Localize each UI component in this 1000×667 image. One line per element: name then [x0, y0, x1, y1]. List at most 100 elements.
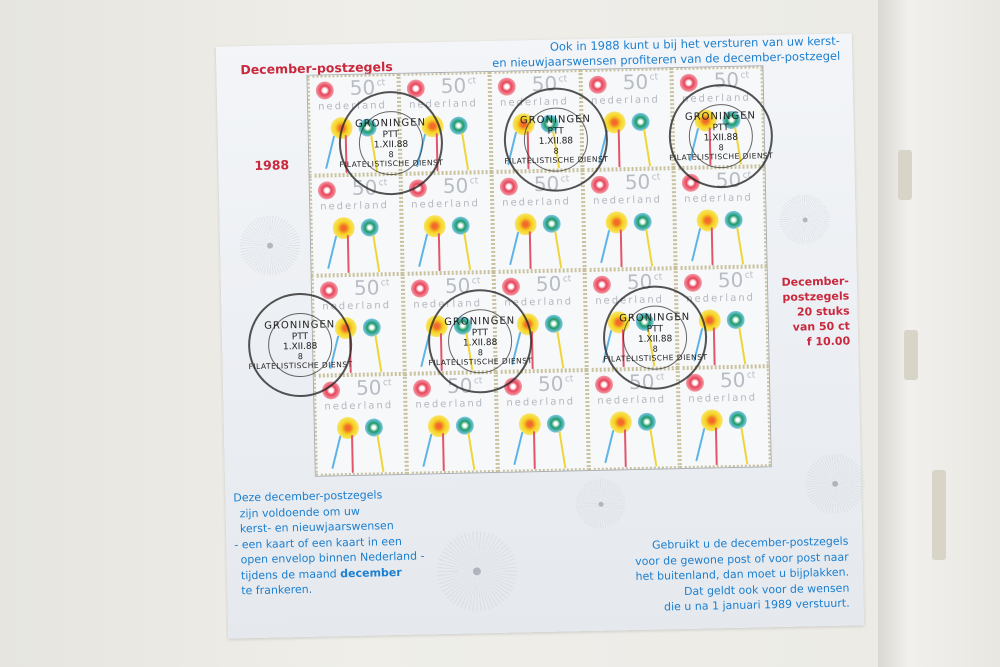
red-flower-icon [501, 277, 521, 296]
postmark-city: GRONINGEN [519, 113, 592, 127]
green-flower-icon [726, 310, 745, 330]
postmark-service: FILATELISTISCHE DIENST [504, 154, 609, 166]
red-flower-icon [319, 281, 339, 300]
red-flower-icon [594, 375, 614, 394]
green-flower-icon [546, 414, 566, 433]
yellow-streak [554, 230, 563, 269]
green-flower-icon [633, 212, 652, 232]
stamp-country: nederland [688, 392, 758, 405]
stamp-value: 50 [440, 73, 467, 99]
postmark-city: GRONINGEN [264, 319, 336, 332]
postmark-city: GRONINGEN [354, 117, 427, 130]
red-flower-icon [412, 379, 432, 398]
yellow-streak [461, 132, 470, 171]
green-flower-icon [362, 318, 381, 337]
green-flower-icon [455, 416, 475, 435]
red-streak [710, 227, 714, 266]
stamp-unit: ct [469, 176, 479, 187]
stamp-unit: ct [382, 378, 392, 389]
yellow-streak [558, 430, 567, 469]
red-streak [623, 429, 627, 468]
red-flower-icon [588, 75, 607, 94]
postmark-number: 8 [297, 351, 304, 362]
burst-decoration [436, 530, 518, 613]
stamp-unit: ct [558, 74, 568, 85]
stamp-unit: ct [467, 76, 477, 87]
year-label: 1988 [254, 157, 290, 173]
burst-decoration [779, 193, 831, 245]
red-streak [712, 327, 716, 366]
postmark-office: PTT [471, 328, 489, 339]
yellow-streak [467, 432, 476, 471]
green-flower-icon [360, 218, 379, 237]
price-line: f 10.00 [806, 334, 851, 349]
yellow-streak [645, 228, 654, 267]
green-flower-icon [364, 418, 384, 437]
blue-streak [418, 233, 429, 268]
yellow-streak [649, 428, 658, 467]
stamp-unit: ct [380, 278, 390, 289]
stamp-unit: ct [376, 78, 386, 89]
red-streak [351, 434, 354, 473]
stamp-country: nederland [506, 396, 576, 409]
stamp-country: nederland [411, 198, 481, 211]
stamp-country: nederland [415, 398, 485, 411]
burst-decoration [804, 453, 866, 515]
price-line: December- [781, 274, 850, 289]
price-line: postzegels [782, 289, 850, 304]
postmark-number: 8 [652, 344, 658, 354]
red-flower-icon [497, 77, 516, 96]
postmark-service: FILATELISTISCHE DIENST [428, 356, 533, 368]
stamp-country: nederland [597, 394, 667, 407]
page-tab [904, 330, 918, 380]
price-text: December- postzegels 20 stuks van 50 ct … [781, 274, 850, 350]
stamp-value: 50 [622, 69, 649, 95]
page-tab [898, 150, 912, 200]
green-flower-icon [544, 314, 563, 333]
red-flower-icon [499, 177, 519, 196]
postmark-date: 1.XII.88 [637, 334, 673, 345]
red-streak [619, 229, 623, 268]
left-info-text: Deze december-postzegels zijn voldoende … [233, 486, 425, 598]
stamp-country: nederland [686, 292, 756, 305]
blue-streak [327, 235, 338, 270]
stamp-unit: ct [746, 370, 756, 381]
postmark-office: PTT [712, 123, 729, 134]
postmark-date: 1.XII.88 [703, 132, 739, 144]
album-page-edge [878, 0, 1000, 667]
postmark-service: FILATELISTISCHE DIENST [248, 359, 353, 372]
blue-streak [604, 429, 615, 464]
postmark-service: FILATELISTISCHE DIENST [339, 157, 444, 170]
burst-decoration [575, 478, 627, 530]
stamp-unit: ct [649, 72, 659, 83]
green-flower-icon [542, 214, 561, 233]
price-line: 20 stuks [796, 304, 850, 319]
info-line: te frankeren. [241, 582, 313, 598]
postmark-number: 8 [477, 348, 483, 358]
blue-streak [691, 227, 702, 262]
red-flower-icon [410, 279, 430, 298]
stamp-sheet: December-postzegels Ook in 1988 kunt u b… [215, 33, 866, 639]
yellow-streak [556, 330, 565, 369]
green-flower-icon [449, 116, 468, 135]
postmark-office: PTT [382, 129, 400, 141]
stamp-unit: ct [744, 270, 754, 281]
green-flower-icon [724, 210, 743, 230]
info-bold: december [340, 565, 402, 580]
stamp-unit: ct [740, 70, 750, 81]
green-flower-icon [728, 410, 747, 430]
stamp-value: 50 [355, 375, 382, 400]
stamp-value: 50 [353, 275, 380, 300]
stamp-country: nederland [590, 94, 660, 107]
stamp-unit: ct [564, 374, 574, 385]
blue-streak [331, 435, 342, 470]
postmark-date: 1.XII.88 [462, 337, 498, 349]
page-tab [932, 470, 946, 560]
red-flower-icon [317, 181, 337, 200]
stamp-country: nederland [502, 196, 572, 209]
